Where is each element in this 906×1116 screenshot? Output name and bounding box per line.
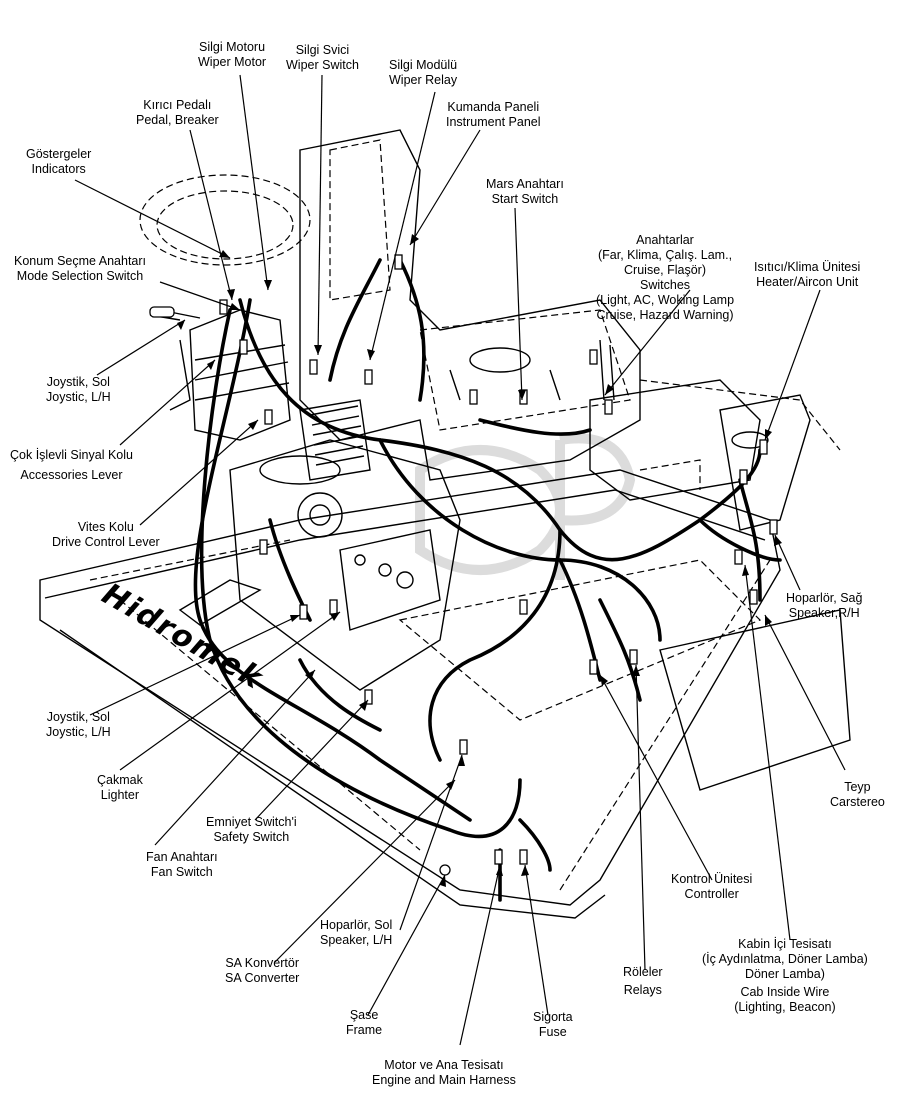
brand-logo: Hidromek [96,577,269,697]
arrowheads [177,234,782,887]
label-switches: Anahtarlar(Far, Klima, Çalış. Lam.,Cruis… [596,233,735,322]
leader-lines [74,74,846,1046]
right-panel [639,379,841,531]
label-cab-inside: Kabin İçi Tesisatı(İç Aydınlatma, Döner … [702,937,868,1014]
seat-console [229,129,761,691]
connectors [219,254,778,876]
